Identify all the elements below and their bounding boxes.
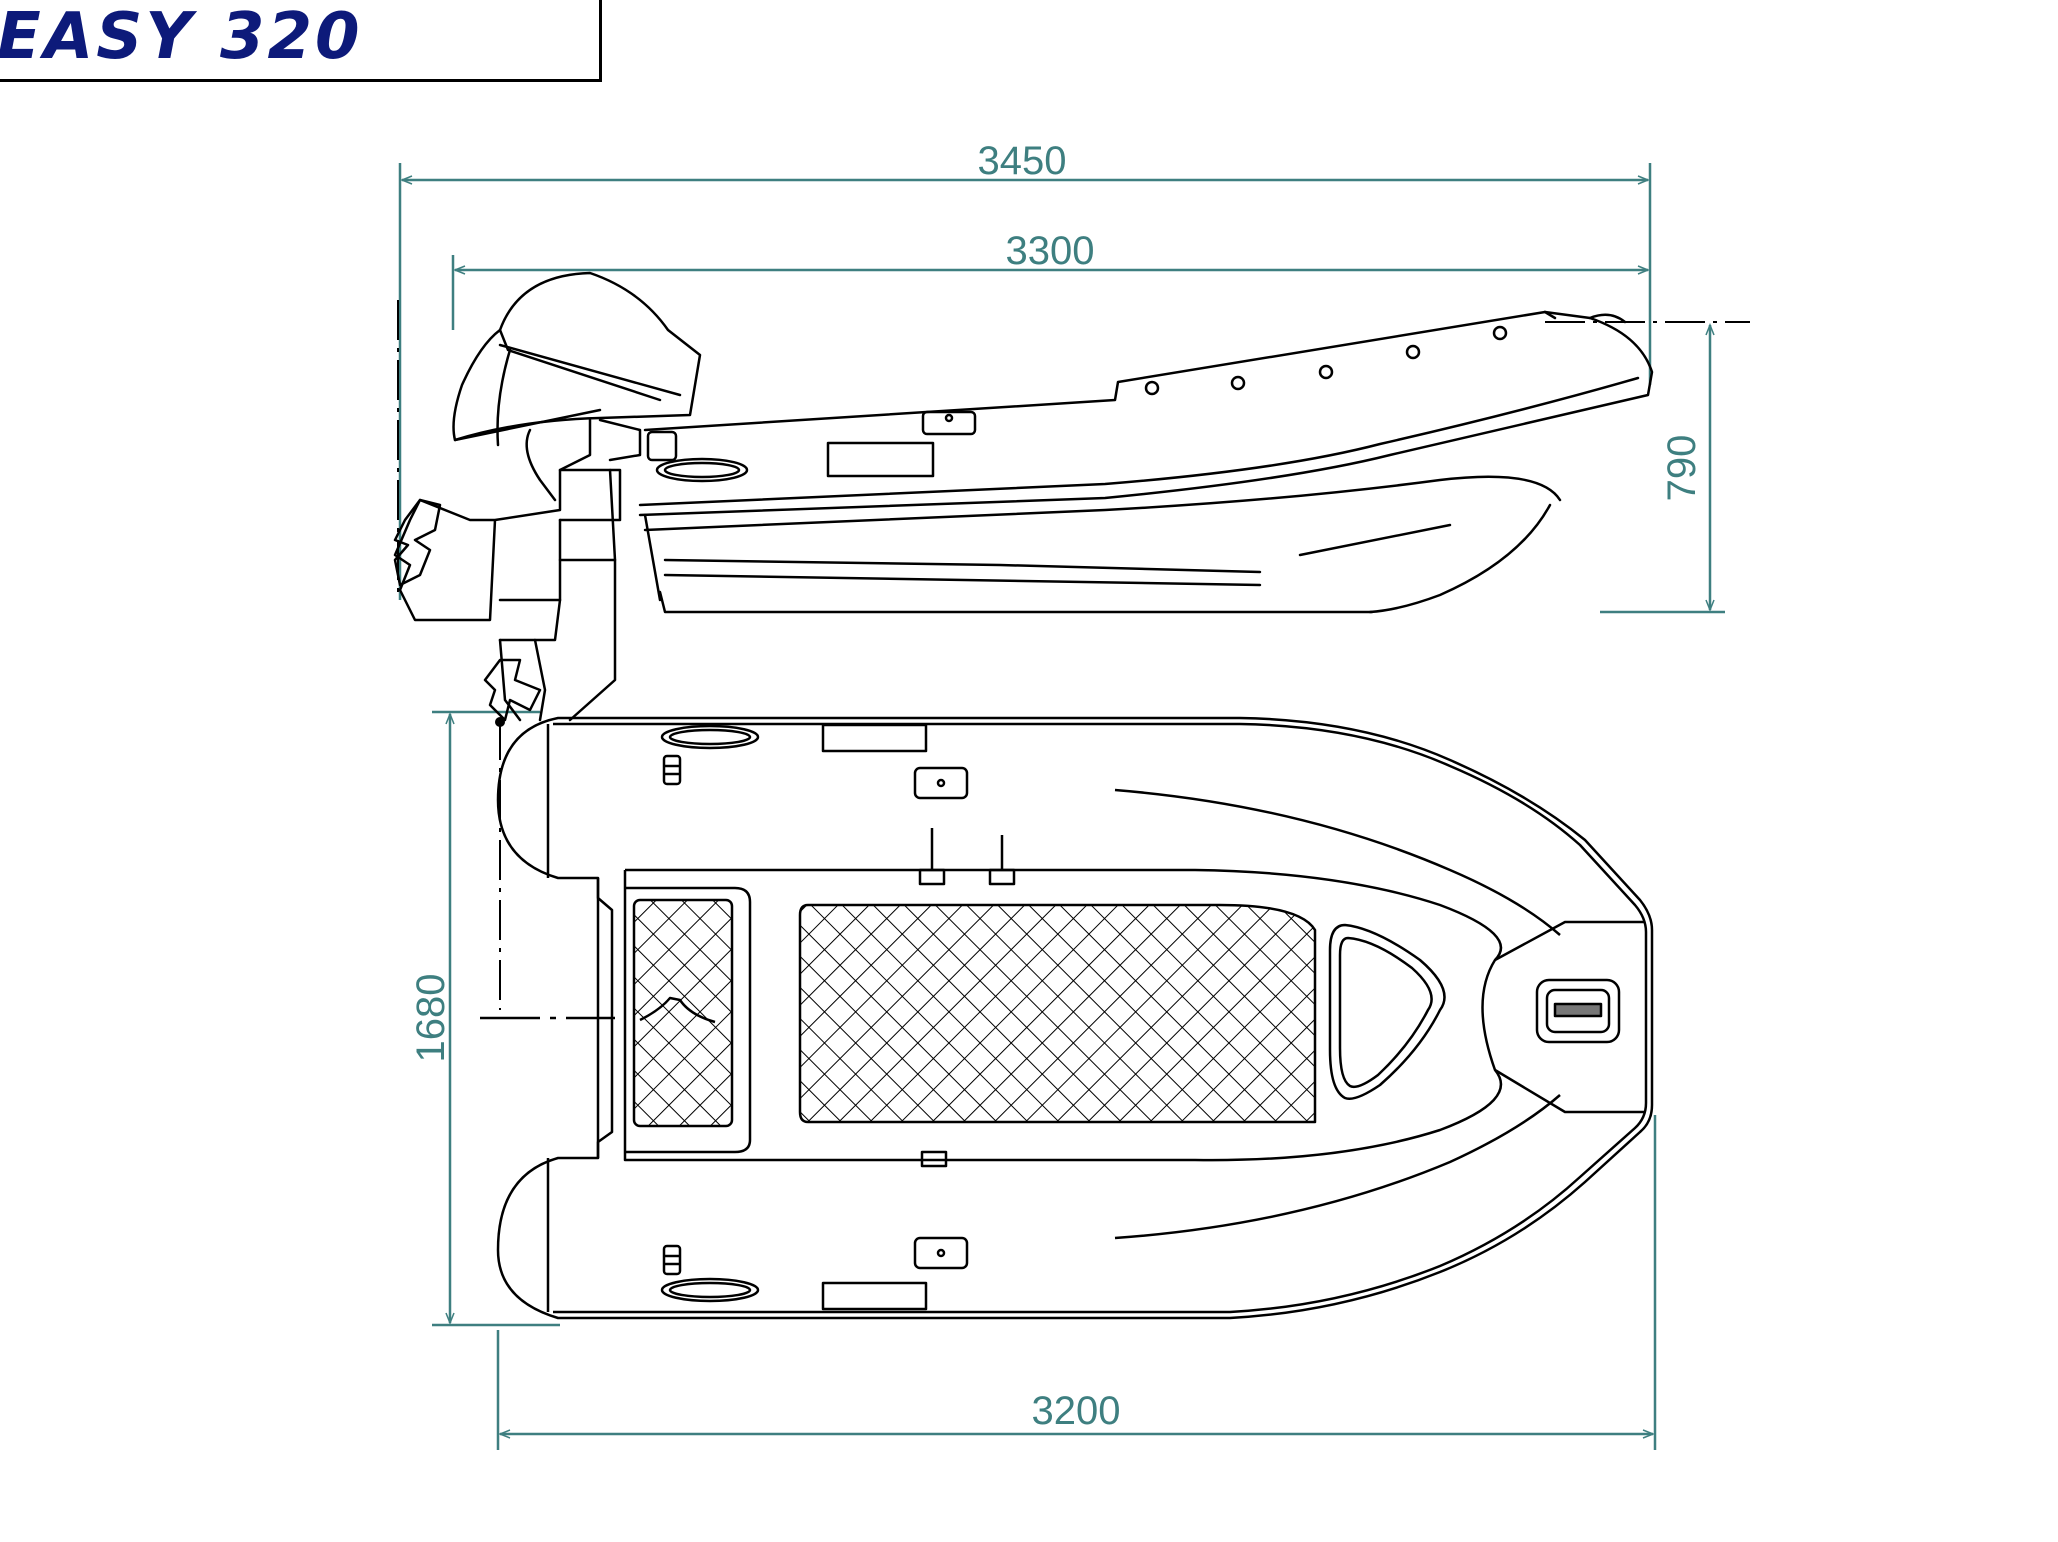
- title-box: EASY 320: [0, 0, 602, 82]
- dim-3300-label: 3300: [1006, 229, 1095, 273]
- dim-1680-label: 1680: [409, 974, 453, 1063]
- dim-790-label: 790: [1660, 435, 1704, 502]
- dimension-lines: [398, 163, 1725, 1450]
- boat-top-view: [496, 716, 1654, 1320]
- dim-3200-label: 3200: [1032, 1389, 1121, 1433]
- model-title: EASY 320: [0, 0, 363, 74]
- dim-3450-label: 3450: [978, 139, 1067, 183]
- boat-side-view: [393, 271, 1654, 722]
